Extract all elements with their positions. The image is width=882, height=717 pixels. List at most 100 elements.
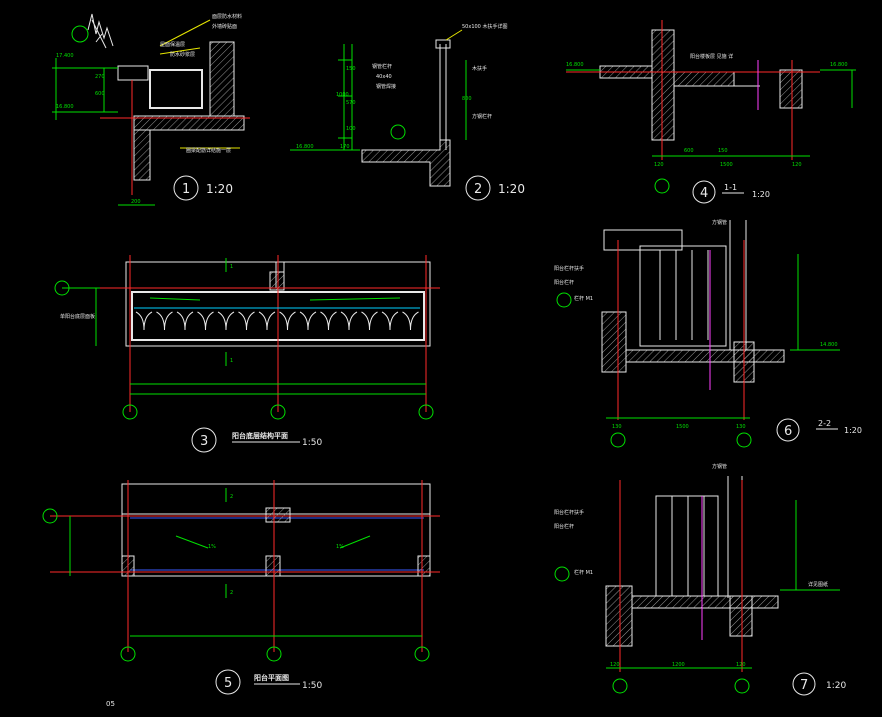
beam-profile [299, 311, 317, 331]
top-note: 50x100 木扶手详图 [462, 23, 507, 30]
dim-120-7r: 120 [736, 662, 746, 668]
parapet-hatch [209, 41, 235, 117]
level-bottom: 16.800 [56, 104, 74, 110]
beam-profile [320, 311, 337, 331]
note-e: 方钢栏杆 [472, 113, 492, 120]
column-hatch-4 [651, 29, 675, 141]
detail-7-number: 7 [800, 678, 808, 693]
detail-1-scale: 1:20 [206, 182, 233, 196]
dim-570: 570 [346, 100, 356, 106]
section-mark-5-bottom: 2 [230, 590, 233, 596]
dim-120-7l: 120 [610, 662, 620, 668]
dim-130-r: 130 [736, 424, 746, 430]
dim-150-4: 150 [718, 148, 728, 154]
dim-600: 600 [684, 148, 694, 154]
detail-6-sub: 2-2 [818, 419, 831, 428]
detail-1-number: 1 [182, 182, 190, 197]
note-1: 面层防水材料 [212, 13, 242, 20]
section-mark-top: 1 [230, 264, 233, 270]
column-hatch [133, 129, 151, 181]
detail-6-scale: 1:20 [844, 426, 862, 435]
level-top: 17.400 [56, 53, 74, 59]
level-6: 14.800 [820, 342, 838, 348]
left-note: 单阳台底层面板 [60, 313, 95, 320]
detail-7: 120 1200 120 方钢管 阳台栏杆扶手 阳台栏杆 栏杆 M1 详见图纸 … [554, 463, 846, 696]
detail-4-sub: 1-1 [724, 183, 737, 192]
dim-120-r: 120 [792, 162, 802, 168]
slab-hatch [133, 115, 245, 131]
note-b: 40x40 [376, 74, 392, 80]
section-mark-bottom: 1 [230, 358, 233, 364]
detail-4-scale: 1:20 [752, 190, 770, 199]
level-2: 16.800 [296, 144, 314, 150]
detail-2: 150 570 100 1000 170 800 16.800 50x100 木… [290, 23, 525, 201]
slab-hatch-2 [361, 139, 451, 187]
beam-profile [279, 311, 296, 331]
dim-1000: 1000 [336, 92, 349, 98]
detail-3-scale: 1:50 [302, 438, 322, 448]
note-4: 防水砂浆层 [170, 51, 195, 58]
note-7-c: 阳台栏杆 [554, 523, 574, 530]
note-5: 圈梁配筋详结施一层 [186, 147, 231, 154]
beam-profile [402, 311, 419, 331]
detail-2-scale: 1:20 [498, 182, 525, 196]
note-6-d: 栏杆 M1 [574, 295, 593, 302]
detail-7-scale: 1:20 [826, 681, 846, 691]
note-2: 外墙砖贴面 [212, 23, 237, 30]
level-right-4: 16.800 [830, 62, 848, 68]
edge-cap [117, 65, 149, 81]
note-7-e: 详见图纸 [808, 581, 828, 588]
detail-3-caption: 阳台底层结构平面 [232, 431, 288, 440]
beam-profile [238, 311, 255, 331]
note-7-d: 栏杆 M1 [574, 569, 593, 576]
detail-5: 2 2 1% 1% 5 阳台平面图 1:50 [42, 480, 440, 695]
dim-130-l: 130 [612, 424, 622, 430]
dim-1500: 1500 [720, 162, 733, 168]
slope-left: 1% [208, 544, 216, 550]
stamp-scribble [87, 13, 114, 49]
dim-170: 170 [340, 144, 350, 150]
dim-100: 100 [346, 126, 356, 132]
dim-150: 150 [346, 66, 356, 72]
note-7-b: 阳台栏杆扶手 [554, 509, 584, 516]
beam-profile [381, 311, 399, 331]
note-6-b: 阳台栏杆扶手 [554, 265, 584, 272]
section-mark-5-top: 2 [230, 494, 233, 500]
page-number: 05 [106, 700, 115, 708]
detail-4-number: 4 [700, 186, 708, 201]
dim-1200: 1200 [672, 662, 685, 668]
note-6-c: 阳台栏杆 [554, 279, 574, 286]
dim-1500-6: 1500 [676, 424, 689, 430]
note-a: 钢管栏杆 [372, 63, 392, 70]
beam-profile [361, 311, 378, 331]
beam-profile [258, 311, 276, 331]
detail-6: 130 1500 130 14.800 方钢管 阳台栏杆扶手 阳台栏杆 栏杆 M… [554, 219, 862, 448]
beam-profile [135, 311, 153, 331]
detail-5-scale: 1:50 [302, 681, 322, 691]
detail-3: 单阳台底层面板 1 1 3 阳台底层结构平面 1:50 [54, 255, 440, 453]
note-d: 木扶手 [472, 65, 487, 72]
dim-a: 270 [95, 74, 105, 80]
dim-120-l: 120 [654, 162, 664, 168]
beam-profile [197, 311, 214, 331]
detail-5-caption: 阳台平面图 [254, 673, 289, 682]
detail-1: 17.400 16.800 270 600 200 面层防水材料 外墙砖贴面 屋… [52, 13, 250, 206]
level-left-4: 16.800 [566, 62, 584, 68]
note-6-a: 方钢管 [712, 219, 727, 226]
dim-b: 600 [95, 91, 105, 97]
beam-profile [176, 311, 194, 331]
beam-pattern [135, 311, 419, 331]
note-7-a: 方钢管 [712, 463, 727, 470]
dim-c: 200 [131, 199, 141, 205]
note-4: 阳台楼板层 见施 详 [690, 53, 733, 60]
detail-5-number: 5 [224, 676, 232, 691]
dim-800: 800 [462, 96, 472, 102]
beam-profile [156, 311, 173, 331]
slope-right: 1% [336, 544, 344, 550]
beam-profile [340, 311, 358, 331]
gutter-outline [149, 69, 203, 109]
note-3: 屋面保温层 [160, 41, 185, 48]
beam-profile [217, 311, 235, 331]
detail-2-number: 2 [474, 182, 482, 197]
